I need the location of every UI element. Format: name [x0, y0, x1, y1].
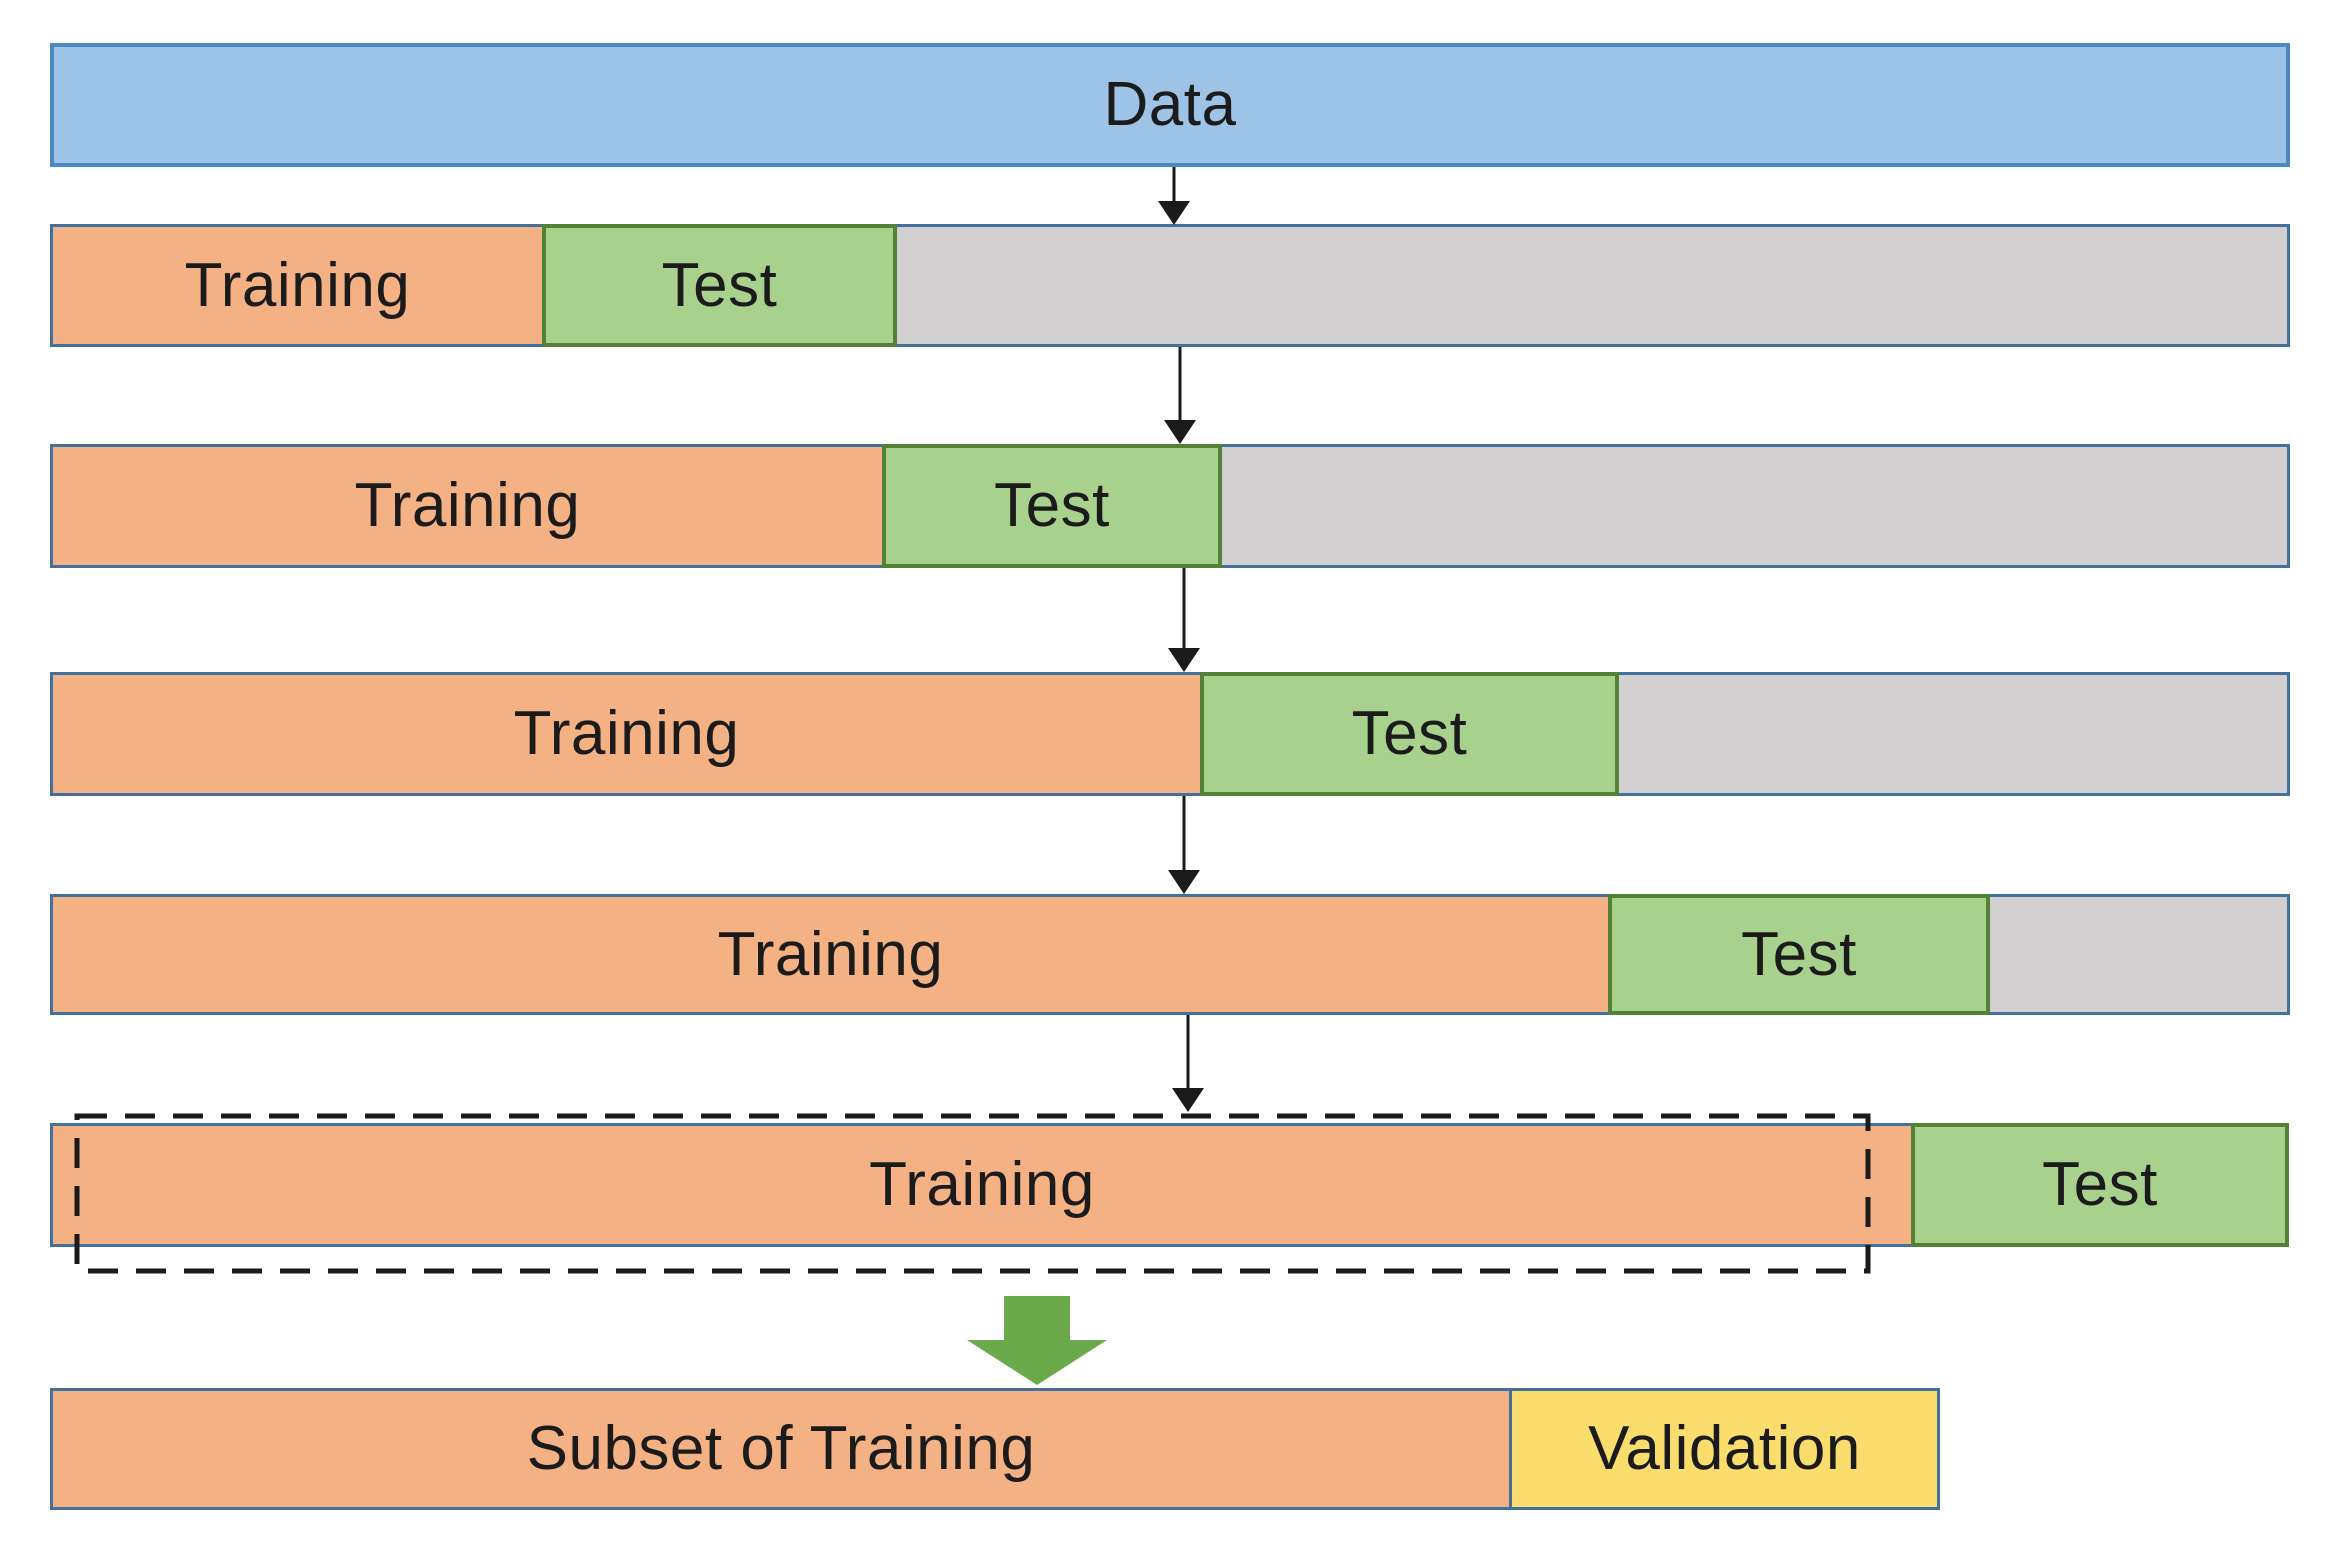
arrow-shaft: [1182, 568, 1186, 652]
subset-of-training-segment: Subset of Training: [50, 1388, 1512, 1510]
training-segment: Training: [50, 894, 1611, 1015]
test-segment: Test: [882, 444, 1222, 568]
unused-segment: [894, 224, 2290, 347]
split-1-bar: Training Test: [50, 224, 2290, 347]
arrow-shaft: [1178, 347, 1182, 424]
training-segment: Training: [50, 224, 545, 347]
test-segment: Test: [1200, 672, 1619, 796]
arrow-shaft: [1172, 167, 1176, 205]
test-label: Test: [1741, 919, 1857, 989]
down-arrow-icon: [1168, 796, 1200, 894]
subset-of-training-label: Subset of Training: [526, 1414, 1036, 1483]
unused-segment: [1987, 894, 2290, 1015]
unused-segment: [1616, 672, 2290, 796]
arrow-head: [1164, 420, 1196, 444]
down-arrow-icon: [1164, 347, 1196, 444]
arrow-head: [1168, 870, 1200, 894]
arrow-head: [1168, 648, 1200, 672]
down-arrow-icon: [1172, 1015, 1204, 1112]
split-2-bar: Training Test: [50, 444, 2290, 568]
test-label: Test: [661, 250, 778, 320]
training-label: Training: [354, 471, 581, 540]
test-label: Test: [1351, 699, 1468, 768]
training-label: Training: [717, 919, 944, 989]
arrow-head: [1158, 201, 1190, 225]
test-segment: Test: [1911, 1123, 2289, 1247]
training-label: Training: [513, 699, 740, 768]
down-arrow-icon: [1158, 167, 1190, 225]
arrow-shaft: [1182, 796, 1186, 874]
unused-segment: [1219, 444, 2290, 568]
big-down-arrow-icon: [967, 1296, 1107, 1385]
arrow-head: [1172, 1088, 1204, 1112]
split-5-bar: Training Test: [50, 1123, 2289, 1247]
split-4-bar: Training Test: [50, 894, 2290, 1015]
test-segment: Test: [542, 224, 897, 347]
validation-segment: Validation: [1509, 1388, 1940, 1510]
selection-dashed-box: [74, 1113, 1871, 1274]
training-segment: Training: [50, 1123, 1914, 1247]
down-arrow-icon: [1168, 568, 1200, 672]
test-segment: Test: [1608, 894, 1990, 1015]
final-bar: Subset of Training Validation: [50, 1388, 1940, 1510]
data-bar: Data: [50, 43, 2290, 167]
test-label: Test: [2042, 1150, 2158, 1219]
data-label: Data: [1103, 70, 1237, 139]
split-3-bar: Training Test: [50, 672, 2290, 796]
test-label: Test: [994, 471, 1110, 540]
training-segment: Training: [50, 444, 885, 568]
data-segment: Data: [50, 43, 2290, 167]
arrow-shaft: [1186, 1015, 1190, 1092]
training-segment: Training: [50, 672, 1203, 796]
training-label: Training: [869, 1150, 1095, 1219]
validation-label: Validation: [1588, 1414, 1861, 1483]
training-label: Training: [184, 250, 411, 320]
